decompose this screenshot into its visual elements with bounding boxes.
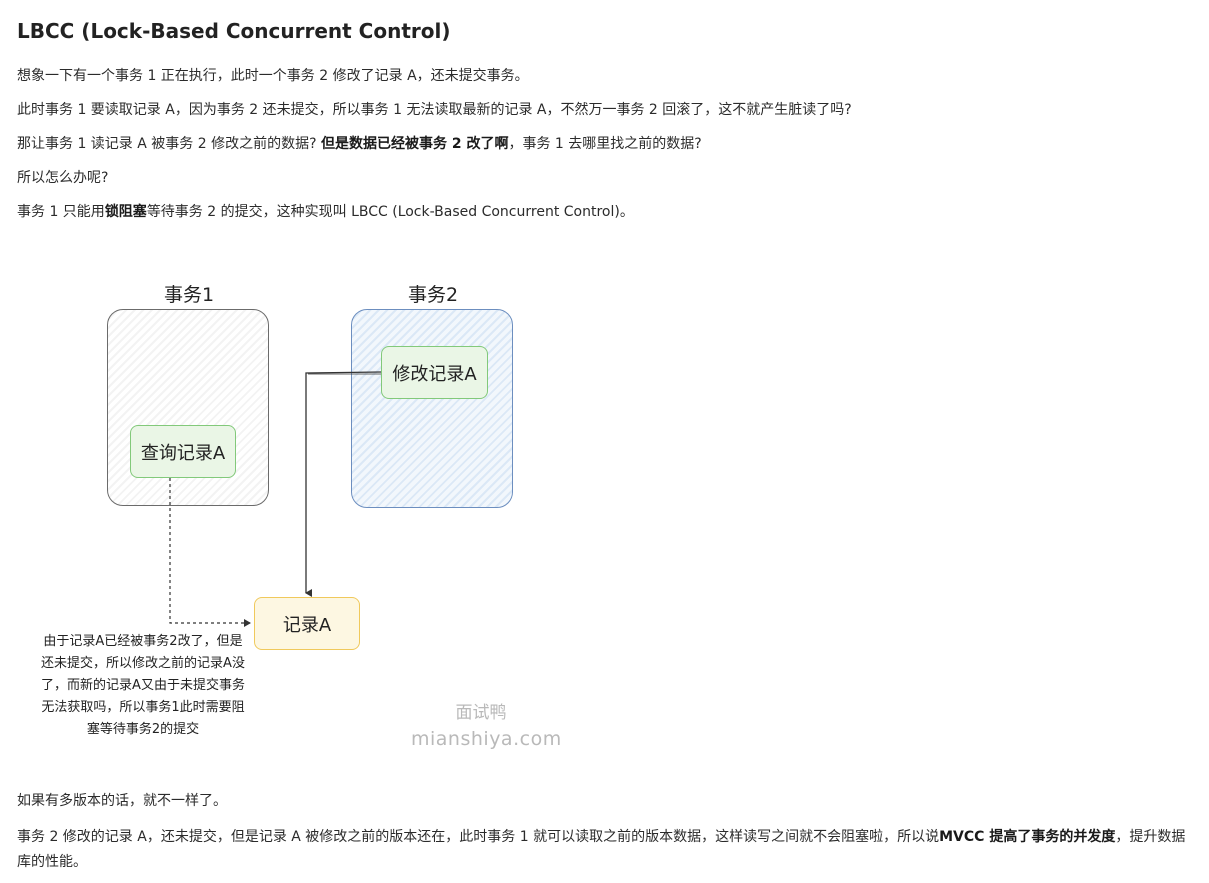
paragraph-question: 那让事务 1 读记录 A 被事务 2 修改之前的数据? 但是数据已经被事务 2 … xyxy=(17,134,702,154)
modify-to-record-arrow xyxy=(305,371,382,597)
p5-text-before: 事务 1 只能用 xyxy=(17,204,105,220)
paragraph-lbcc: 事务 1 只能用锁阻塞等待事务 2 的提交，这种实现叫 LBCC (Lock-B… xyxy=(17,202,634,222)
watermark-line2: mianshiya.com xyxy=(411,728,562,750)
transaction1-box xyxy=(107,309,269,506)
diagram-connectors xyxy=(169,371,382,627)
p7-text-before: 事务 2 修改的记录 A，还未提交，但是记录 A 被修改之前的版本还在，此时事务… xyxy=(17,829,940,845)
transaction2-label: 事务2 xyxy=(408,284,459,306)
page-title: LBCC (Lock-Based Concurrent Control) xyxy=(17,19,451,43)
modify-record-box: 修改记录A xyxy=(381,346,488,399)
paragraph-mvcc: 事务 2 修改的记录 A，还未提交，但是记录 A 被修改之前的版本还在，此时事务… xyxy=(17,825,1195,875)
watermark: 面试鸭 mianshiya.com xyxy=(411,700,562,752)
transaction2-box xyxy=(351,309,513,508)
p3-text-before: 那让事务 1 读记录 A 被事务 2 修改之前的数据? xyxy=(17,136,321,152)
p3-bold: 但是数据已经被事务 2 改了啊 xyxy=(320,136,509,152)
lbcc-diagram: 事务1 事务2 查询记录A 修改记录A 记录A 由于记录A已经被事务2改了，但是… xyxy=(0,0,600,883)
paragraph-dirty-read: 此时事务 1 要读取记录 A，因为事务 2 还未提交，所以事务 1 无法读取最新… xyxy=(17,102,852,118)
record-a-box: 记录A xyxy=(254,597,360,650)
query-to-record-arrow xyxy=(169,478,251,627)
paragraph-intro: 想象一下有一个事务 1 正在执行，此时一个事务 2 修改了记录 A，还未提交事务… xyxy=(17,68,529,84)
transaction1-label: 事务1 xyxy=(164,284,215,306)
p7-bold: MVCC 提高了事务的并发度 xyxy=(939,829,1116,845)
paragraph-multiversion: 如果有多版本的话，就不一样了。 xyxy=(17,793,227,809)
p5-text-after: 等待事务 2 的提交，这种实现叫 LBCC (Lock-Based Concur… xyxy=(146,204,634,220)
p5-bold: 锁阻塞 xyxy=(104,204,147,220)
p3-text-after: ，事务 1 去哪里找之前的数据? xyxy=(508,136,702,152)
query-record-box: 查询记录A xyxy=(130,425,236,478)
paragraph-what-to-do: 所以怎么办呢? xyxy=(17,170,109,186)
watermark-line1: 面试鸭 xyxy=(455,703,507,723)
diagram-note: 由于记录A已经被事务2改了，但是还未提交，所以修改之前的记录A没了，而新的记录A… xyxy=(41,634,245,737)
p7-text-after: ，提升数据库的性能。 xyxy=(17,829,1186,870)
